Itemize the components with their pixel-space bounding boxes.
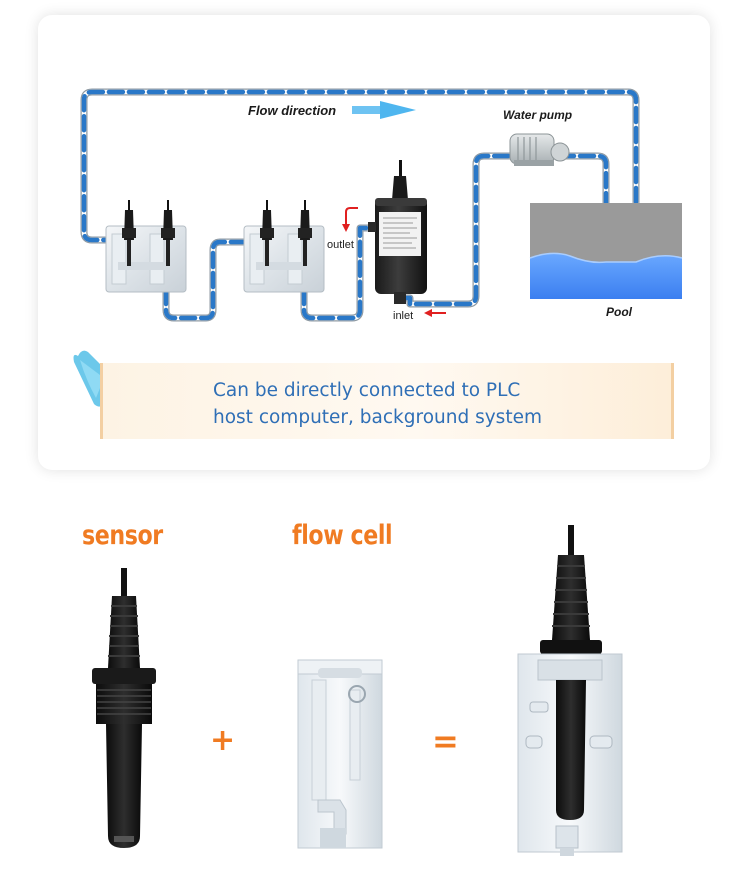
flow-cell-image	[297, 659, 383, 849]
pool-tank	[529, 203, 683, 299]
banner-line-1: Can be directly connected to PLC	[213, 380, 521, 401]
assembled-image	[517, 525, 623, 856]
equals-symbol: =	[432, 722, 459, 760]
flow-cell-1	[105, 200, 187, 293]
pool-label: Pool	[606, 305, 632, 319]
water-pump-label: Water pump	[503, 108, 573, 122]
inlet-arrow	[424, 309, 446, 317]
flow-direction-arrow	[352, 101, 416, 119]
outlet-arrow	[342, 207, 358, 232]
pipe-network	[80, 88, 640, 322]
flow-cell-2	[243, 200, 325, 293]
outlet-label: outlet	[327, 239, 354, 251]
water-pump	[509, 133, 570, 166]
sensor-image	[92, 568, 156, 848]
pipe-water-dashes	[81, 89, 639, 321]
flow-direction-label: Flow direction	[248, 103, 337, 118]
flow-cell-label: flow cell	[292, 520, 393, 551]
info-banner	[100, 363, 674, 439]
banner-text: Can be directly connected to PLC host co…	[213, 377, 663, 431]
inlet-label: inlet	[393, 310, 414, 322]
banner-line-2: host computer, background system	[213, 407, 542, 428]
sensor-label: sensor	[82, 520, 163, 551]
cylinder-housing	[368, 160, 427, 304]
plus-symbol: +	[210, 723, 236, 758]
